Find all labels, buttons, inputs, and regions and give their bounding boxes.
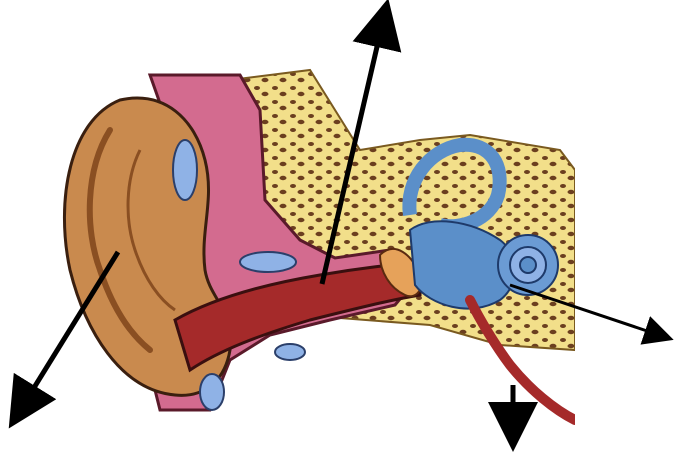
mask-right (575, 0, 677, 455)
cochlea-inner (520, 257, 536, 273)
vessel-4 (200, 374, 224, 410)
vessel-2 (240, 252, 296, 272)
vessel-1 (173, 140, 197, 200)
vessel-3 (275, 344, 305, 360)
